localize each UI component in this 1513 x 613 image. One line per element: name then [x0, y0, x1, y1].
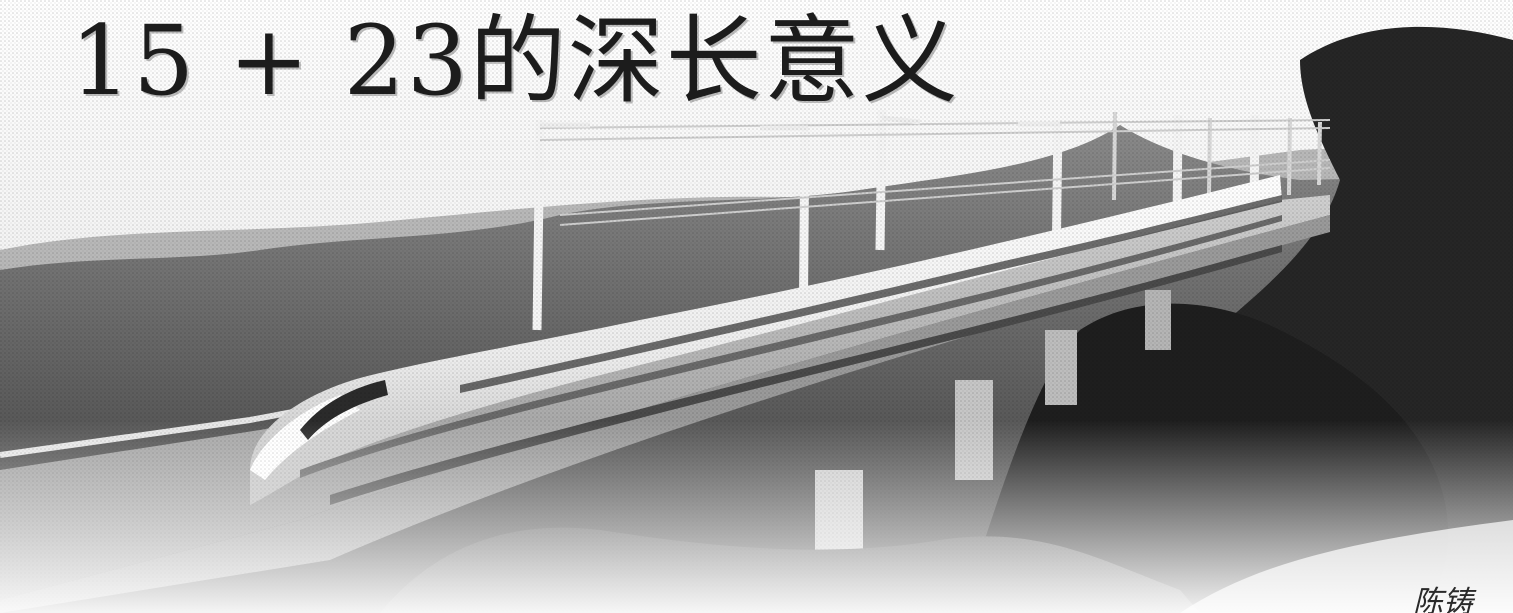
author-signature: 陈铸 — [1413, 585, 1473, 613]
article-title: 15 + 23的深长意义 — [70, 5, 960, 117]
